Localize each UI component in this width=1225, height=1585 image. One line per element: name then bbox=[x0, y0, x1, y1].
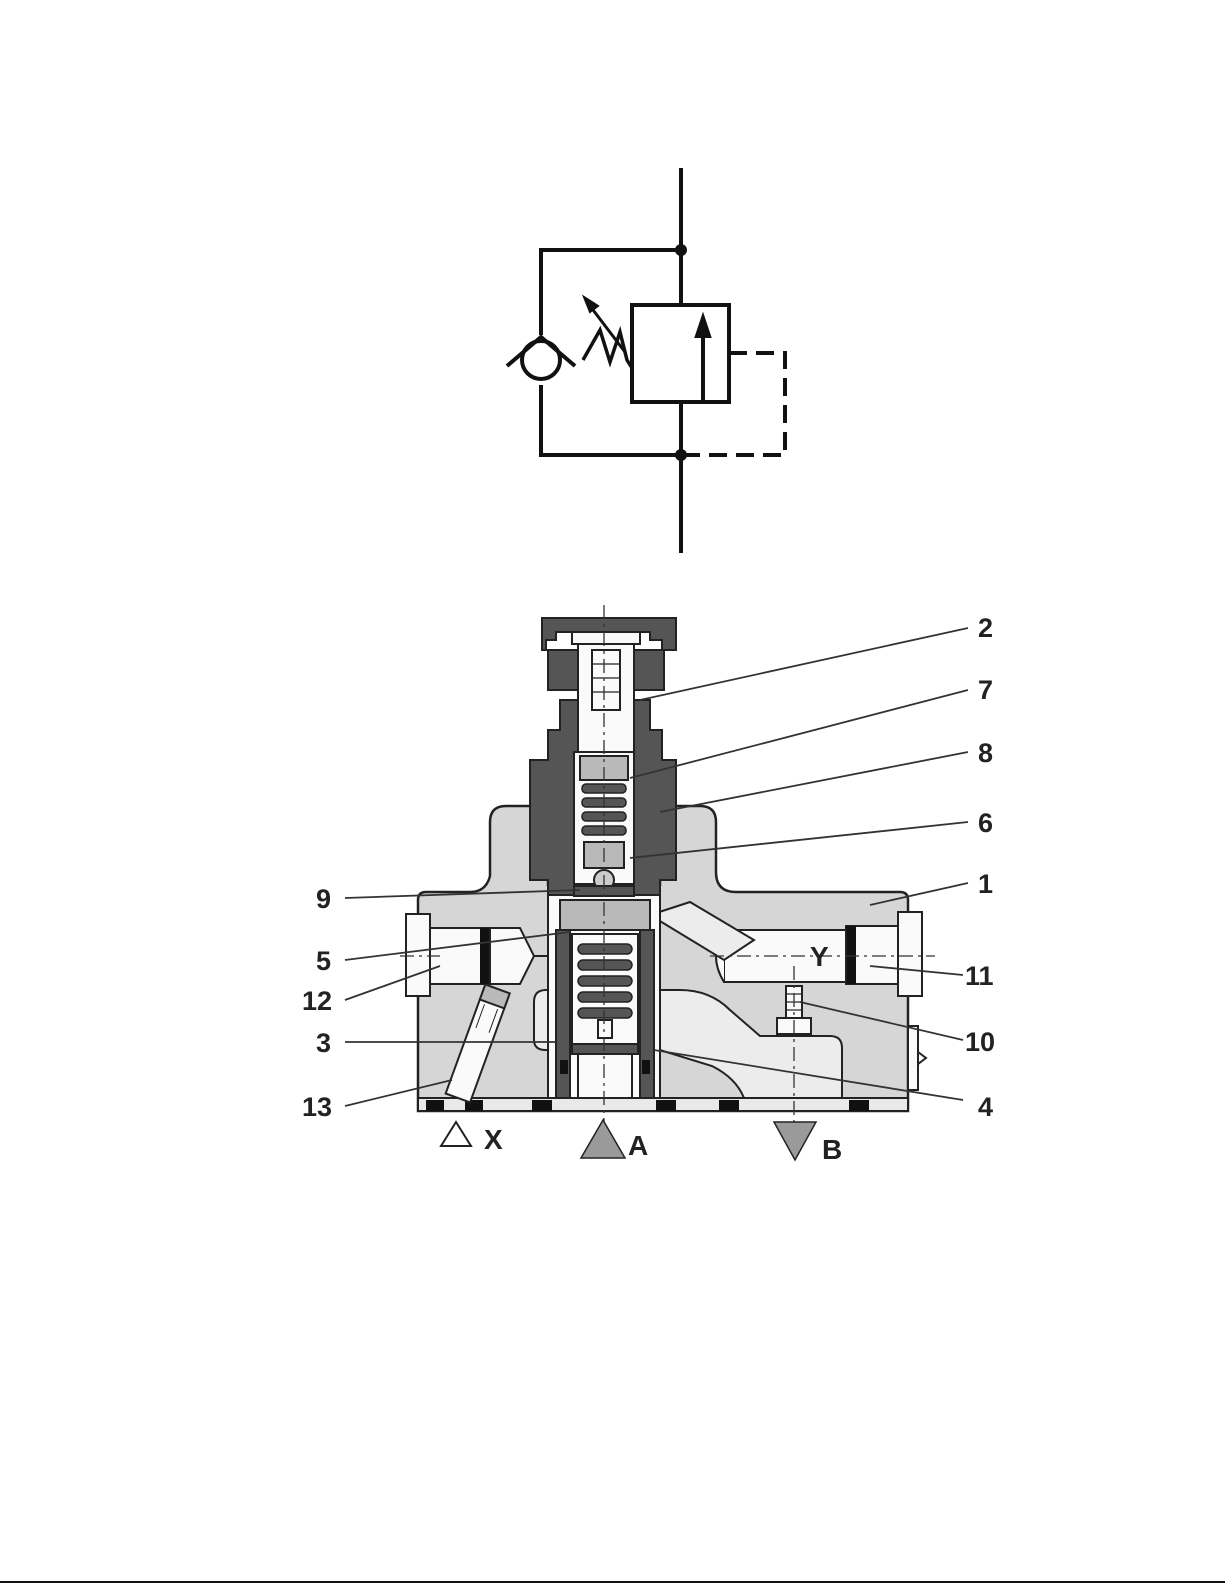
callout-6: 6 bbox=[978, 808, 993, 838]
callout-7: 7 bbox=[978, 675, 993, 705]
port-b-label: B bbox=[822, 1134, 842, 1165]
spool-base bbox=[572, 1044, 638, 1054]
seal-ring-left bbox=[560, 1060, 568, 1074]
valve-box bbox=[632, 305, 729, 402]
page-bottom-rule bbox=[0, 1581, 1225, 1583]
callout-4: 4 bbox=[978, 1092, 993, 1122]
callout-13: 13 bbox=[302, 1092, 332, 1122]
adjust-arrow-head bbox=[584, 297, 598, 312]
seal-a-left bbox=[532, 1100, 552, 1111]
knob-cap bbox=[572, 632, 640, 644]
port-b-triangle bbox=[774, 1122, 816, 1160]
seal-b-right bbox=[849, 1100, 869, 1111]
knob-side-left bbox=[548, 650, 578, 690]
port-a-triangle bbox=[581, 1120, 625, 1158]
callout-3: 3 bbox=[316, 1028, 331, 1058]
callout-12: 12 bbox=[302, 986, 332, 1016]
seal-ring-right bbox=[642, 1060, 650, 1074]
right-plug-seal bbox=[846, 926, 856, 984]
seal-a-right bbox=[656, 1100, 676, 1111]
callout-5: 5 bbox=[316, 946, 331, 976]
spool-foot bbox=[578, 1054, 632, 1098]
port-y-label: Y bbox=[810, 941, 829, 972]
callout-1: 1 bbox=[978, 869, 993, 899]
bypass-line bbox=[541, 250, 681, 335]
right-side-fitting-tip bbox=[918, 1052, 926, 1064]
flow-arrow-head bbox=[697, 318, 709, 336]
port-x-triangle bbox=[441, 1122, 471, 1146]
bypass-line-lower bbox=[541, 385, 681, 455]
adjust-screw bbox=[592, 650, 620, 710]
right-side-fitting bbox=[908, 1026, 918, 1090]
port-a-label: A bbox=[628, 1130, 648, 1161]
callout-8: 8 bbox=[978, 738, 993, 768]
callout-10: 10 bbox=[965, 1027, 995, 1057]
callout-9: 9 bbox=[316, 884, 331, 914]
valve-section bbox=[400, 605, 935, 1135]
left-plug-cap bbox=[406, 914, 430, 996]
junction-dot-top bbox=[677, 246, 685, 254]
spring-zigzag bbox=[583, 330, 632, 368]
port-x-label: X bbox=[484, 1124, 503, 1155]
seal-x-left bbox=[426, 1100, 444, 1111]
left-plug-seal bbox=[480, 928, 490, 984]
seal-b-left bbox=[719, 1100, 739, 1111]
callout-2: 2 bbox=[978, 613, 993, 643]
spool-pin bbox=[598, 1020, 612, 1038]
right-plug-cap bbox=[898, 912, 922, 996]
main-piston bbox=[560, 900, 650, 930]
knob-side-right bbox=[634, 650, 664, 690]
hydraulic-symbol bbox=[507, 168, 785, 553]
callout-11: 11 bbox=[965, 961, 994, 991]
